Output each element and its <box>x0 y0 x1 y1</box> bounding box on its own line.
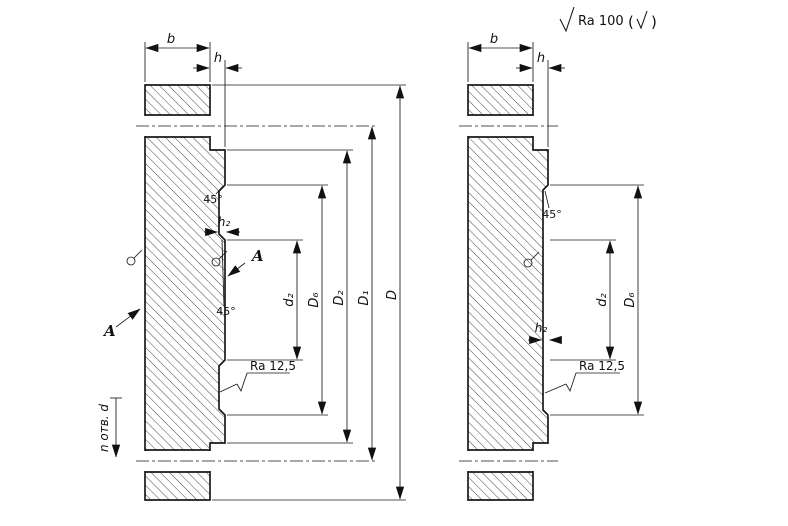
left-view-arrow-a-side: A <box>102 308 141 340</box>
roughness-check-icon-small <box>636 10 648 30</box>
left-dim-D: D <box>212 84 406 501</box>
dim-label-b: b <box>167 32 175 47</box>
left-dim-b: b <box>144 32 211 82</box>
weld-symbol-left-outer <box>126 249 143 266</box>
weld-symbol-right <box>523 251 540 268</box>
view-label-a-side: A <box>102 322 116 340</box>
right-dim-h: h <box>516 51 565 147</box>
left-dim-D6: D₆ <box>227 184 328 416</box>
left-dim-D1: D₁ <box>357 126 377 461</box>
left-dim-d2: d₂ <box>227 239 303 361</box>
chamfer-label-45-top: 45° <box>203 193 223 206</box>
general-roughness-value: Ra 100 <box>578 14 624 29</box>
right-h2-dim: h₂ <box>528 321 562 345</box>
roughness-label: Ra 12,5 <box>250 359 296 373</box>
dim-label-h2-right: h₂ <box>535 321 548 335</box>
view-label-a-top: A <box>250 247 264 265</box>
left-h2-dim: h₂ <box>204 215 240 237</box>
left-dim-D2: D₂ <box>227 149 353 444</box>
right-flange-section <box>467 84 549 501</box>
roughness-label-right: Ra 12,5 <box>579 359 625 373</box>
roughness-check-icon-large <box>559 6 575 33</box>
dim-label-D2: D₂ <box>332 290 347 305</box>
right-bolt-hole-bottom <box>466 449 535 473</box>
right-bolt-hole-top <box>466 114 535 138</box>
dim-label-d2-right: d₂ <box>595 293 610 306</box>
right-flange-view: b h 45° h₂ Ra 12,5 <box>459 32 644 501</box>
roughness-check-icon <box>236 372 248 393</box>
left-chamfer-top-callout: 45° <box>203 186 223 206</box>
chamfer-label-45-right: 45° <box>542 208 562 221</box>
dim-label-h-right: h <box>537 51 545 66</box>
holes-count-label: n отв. d <box>97 404 111 452</box>
left-flange-view: b h 45° h₂ 45° Ra 12,5 <box>97 32 406 501</box>
right-dim-d2: d₂ <box>550 239 616 361</box>
roughness-check-icon-right <box>565 372 577 393</box>
right-roughness-callout: Ra 12,5 <box>544 359 625 394</box>
dim-label-D6-right: D₆ <box>623 292 638 307</box>
chamfer-label-45-mid: 45° <box>216 305 236 318</box>
left-bolt-hole-top <box>143 114 212 138</box>
dim-label-D1: D₁ <box>357 290 372 305</box>
left-view-arrow-a-top: A <box>227 247 264 277</box>
right-dim-D6: D₆ <box>550 184 644 416</box>
dim-label-D6: D₆ <box>307 292 322 307</box>
left-holes-note: n отв. d <box>97 397 122 458</box>
general-roughness-note: Ra 100 ( ) <box>559 6 657 33</box>
dim-label-h: h <box>214 51 222 66</box>
dim-label-h2: h₂ <box>218 215 231 229</box>
left-chamfer-mid-callout: 45° <box>216 239 236 318</box>
paren-open: ( <box>628 13 634 31</box>
left-flange-section <box>144 84 226 501</box>
right-chamfer-callout: 45° <box>542 190 562 221</box>
dim-label-d2: d₂ <box>282 293 297 306</box>
left-bolt-hole-bottom <box>143 449 212 473</box>
dim-label-D: D <box>385 290 400 300</box>
paren-close: ) <box>651 13 657 31</box>
dim-label-b-right: b <box>490 32 498 47</box>
left-roughness-callout: Ra 12,5 <box>219 359 296 393</box>
right-dim-b: b <box>467 32 534 82</box>
left-dim-h: h <box>193 51 242 147</box>
weld-symbol-left-inner <box>211 250 228 267</box>
